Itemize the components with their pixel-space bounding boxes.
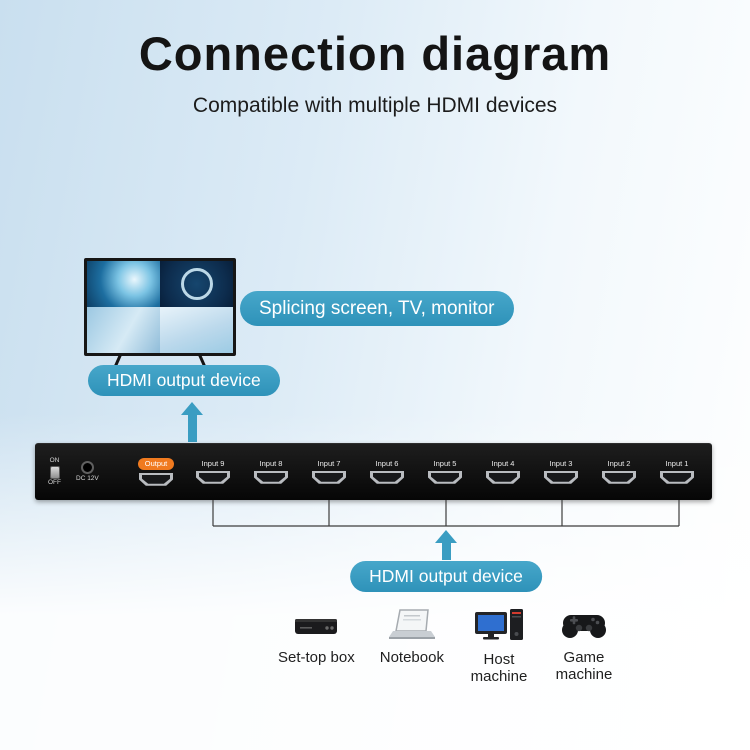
input-port-block: Input 7 — [306, 460, 352, 484]
ring-icon — [180, 268, 213, 300]
input-port-block: Input 2 — [596, 460, 642, 484]
power-switch: ON OFF — [48, 457, 61, 486]
input-ports-row: Input 9 Input 8 Input 7 Input 6 Input 5 … — [182, 460, 712, 484]
hdmi-input-port-icon — [486, 470, 520, 484]
callout-display-types: Splicing screen, TV, monitor — [240, 291, 514, 326]
input-port-block: Input 1 — [654, 460, 700, 484]
source-notebook: Notebook — [380, 606, 444, 686]
input-port-block: Input 5 — [422, 460, 468, 484]
input-port-label: Input 3 — [549, 459, 573, 469]
input-port-label: Input 9 — [201, 459, 225, 469]
input-port-block: Input 8 — [248, 460, 294, 484]
source-game-machine: Game machine — [554, 606, 614, 686]
source-label: Game machine — [555, 649, 613, 684]
hdmi-switcher-device: ON OFF DC 12V Output Input 9 Input 8 — [35, 443, 712, 500]
hdmi-input-port-icon — [602, 470, 636, 484]
callout-hdmi-input-device: HDMI output device — [350, 561, 542, 592]
arrow-stem — [187, 415, 197, 442]
hdmi-input-port-icon — [254, 470, 288, 484]
tv-quadrant-geometric — [87, 307, 160, 353]
hdmi-input-port-icon — [544, 470, 578, 484]
hdmi-input-port-icon — [428, 470, 462, 484]
hdmi-input-port-icon — [196, 470, 230, 484]
host-machine-icon — [474, 609, 523, 640]
source-label: Set-top box — [278, 649, 355, 666]
arrow-head — [435, 530, 457, 543]
input-port-block: Input 3 — [538, 460, 584, 484]
dc-power-jack: DC 12V — [76, 461, 99, 483]
source-devices-row: Set-top box Notebook — [278, 606, 614, 686]
arrow-stem — [441, 543, 451, 560]
arrow-head — [181, 402, 203, 415]
tv-monitor — [84, 258, 236, 384]
source-set-top-box: Set-top box — [278, 606, 355, 686]
source-label: Host machine — [470, 651, 528, 686]
page-subtitle: Compatible with multiple HDMI devices — [192, 94, 558, 117]
input-port-label: Input 8 — [259, 459, 283, 469]
tv-quadrant-ring — [160, 261, 233, 307]
arrow-up-to-display-icon — [181, 402, 203, 442]
hdmi-input-port-icon — [312, 470, 346, 484]
power-off-label: OFF — [48, 478, 61, 486]
game-controller-icon — [561, 615, 606, 638]
source-label: Notebook — [379, 649, 444, 666]
notebook-icon — [388, 609, 435, 639]
hdmi-output-port-icon — [139, 472, 173, 486]
callout-hdmi-output-device: HDMI output device — [88, 365, 280, 396]
output-label: Output — [137, 458, 175, 470]
hdmi-input-port-icon — [660, 470, 694, 484]
input-port-block: Input 9 — [190, 460, 236, 484]
input-port-label: Input 7 — [317, 459, 341, 469]
dc-label: DC 12V — [76, 475, 99, 483]
power-section: ON OFF DC 12V — [35, 457, 130, 486]
hdmi-input-port-icon — [370, 470, 404, 484]
input-port-block: Input 6 — [364, 460, 410, 484]
power-on-label: ON — [49, 457, 60, 464]
power-toggle-icon — [49, 465, 60, 479]
set-top-box-icon — [295, 619, 338, 634]
tv-screen-image — [84, 258, 236, 356]
source-host-machine: Host machine — [469, 606, 529, 686]
arrow-up-to-switcher-icon — [435, 530, 457, 560]
input-port-label: Input 1 — [665, 459, 689, 469]
input-port-label: Input 2 — [607, 459, 631, 469]
tv-quadrant-swirl — [87, 261, 160, 307]
input-port-label: Input 5 — [433, 459, 457, 469]
dc-jack-icon — [80, 461, 94, 475]
input-port-block: Input 4 — [480, 460, 526, 484]
output-port-block: Output — [130, 458, 182, 486]
tv-quadrant-gradient — [160, 307, 233, 353]
input-port-label: Input 4 — [491, 459, 515, 469]
input-port-label: Input 6 — [375, 459, 399, 469]
page-title: Connection diagram — [138, 27, 612, 80]
connector-bracket — [212, 500, 680, 527]
